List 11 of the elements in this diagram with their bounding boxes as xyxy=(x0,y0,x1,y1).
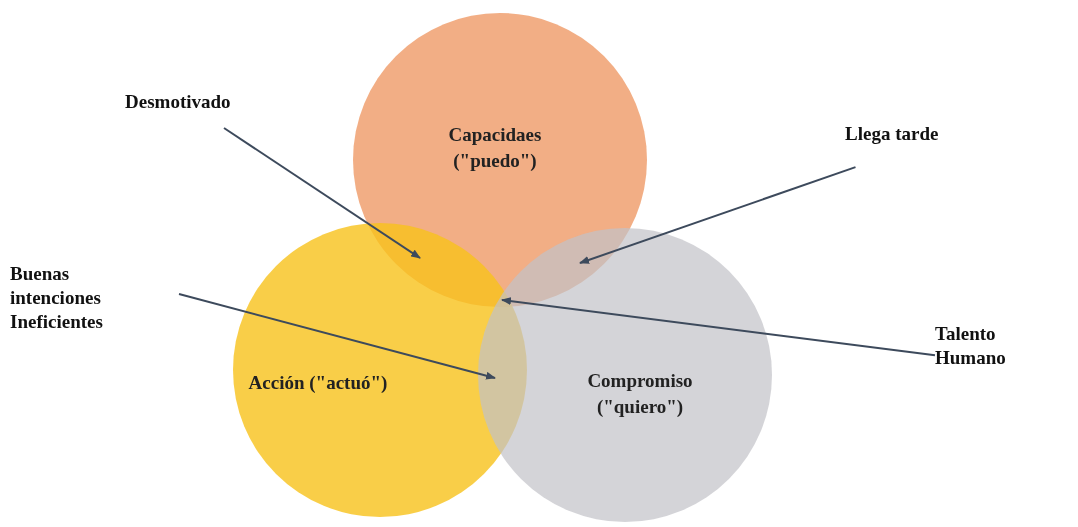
callout-text: Talento Humano xyxy=(935,322,1007,370)
circle-label: Capacidaes ("puedo") xyxy=(447,123,543,173)
leader-arrow xyxy=(178,293,496,380)
circle-label: Compromiso ("quiero") xyxy=(586,369,694,419)
leader-arrow xyxy=(579,166,857,264)
leader-arrow xyxy=(223,127,421,259)
callout-text: Desmotivado xyxy=(125,90,232,114)
callout-text: Llega tarde xyxy=(845,122,940,146)
callout-text: Buenas intenciones Ineficientes xyxy=(10,262,104,334)
leader-arrow xyxy=(501,297,936,357)
circle-label: Acción ("actuó") xyxy=(248,371,388,395)
